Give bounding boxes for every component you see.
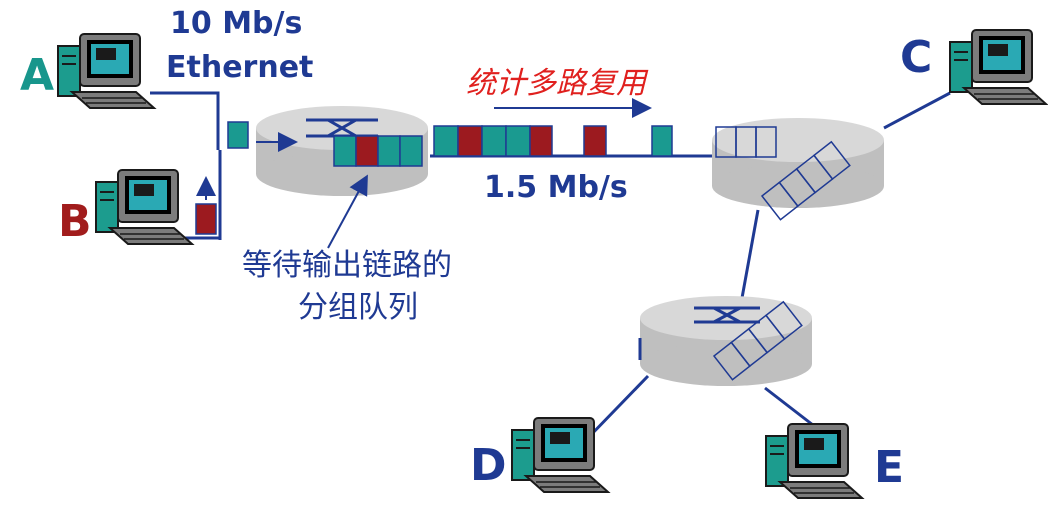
host-label-e: E (874, 442, 905, 493)
host-label-d: D (470, 440, 507, 491)
packet (481, 125, 507, 157)
link-c (883, 91, 951, 130)
computer-icon-a (57, 33, 155, 109)
packet (457, 125, 483, 157)
computer-icon-d (511, 417, 609, 493)
ethernet-speed-label: 10 Mb/s (170, 6, 303, 41)
computer-icon-e (765, 423, 863, 499)
packet-from-a (227, 121, 249, 149)
router-bottom-switch-icon (694, 306, 760, 324)
router-right (712, 118, 884, 221)
packet (433, 125, 459, 157)
packet-from-b (195, 203, 217, 235)
router-left (256, 106, 428, 196)
packet (583, 125, 607, 157)
host-label-b: B (58, 196, 92, 247)
router-bottom (638, 296, 812, 386)
packet (505, 125, 531, 157)
multiplexing-label: 统计多路复用 (466, 66, 646, 101)
router-right-queue-in (715, 126, 777, 158)
trunk-packets (433, 125, 673, 157)
host-label-c: C (900, 32, 933, 83)
queue-note-line2: 分组队列 (298, 290, 418, 325)
packet (529, 125, 553, 157)
router-right-queue-out (760, 140, 851, 221)
host-label-a: A (20, 50, 55, 101)
computer-icon-c (949, 29, 1047, 105)
link-router-bottom (740, 209, 760, 299)
router-bottom-queue (712, 300, 803, 381)
queue-pointer-arrow (327, 174, 368, 249)
packet (651, 125, 673, 157)
computer-icon-b (95, 169, 193, 245)
ethernet-type-label: Ethernet (166, 50, 314, 85)
trunk-speed-label: 1.5 Mb/s (484, 170, 628, 205)
queue-note-line1: 等待输出链路的 (242, 248, 452, 283)
link-a (150, 91, 220, 150)
router-left-queue (333, 135, 423, 167)
link-d (584, 374, 650, 442)
